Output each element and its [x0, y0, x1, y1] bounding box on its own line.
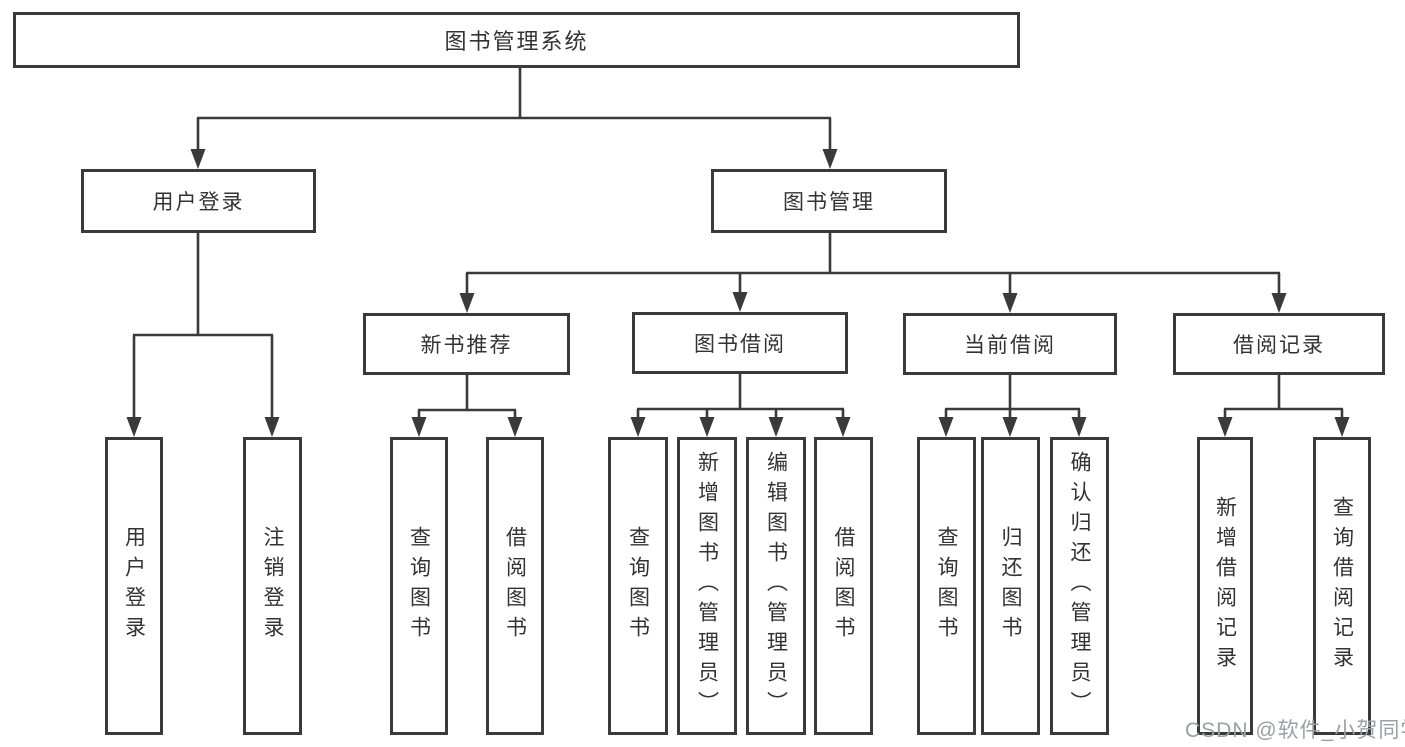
node-book-management: 图书管理 — [711, 169, 947, 233]
node-current-borrow: 当前借阅 — [903, 313, 1117, 375]
leaf-label: 注销登录 — [261, 526, 284, 646]
leaf-label: 新增借阅记录 — [1213, 496, 1237, 676]
node-leaf-bb-query-book: 查询图书 — [608, 437, 668, 735]
leaf-label: 归还图书 — [999, 526, 1022, 646]
leaf-label: 借阅图书 — [503, 526, 527, 646]
node-new-book-recommend: 新书推荐 — [363, 313, 570, 375]
node-leaf-cb-query-book: 查询图书 — [917, 437, 976, 735]
node-borrow-record: 借阅记录 — [1173, 313, 1385, 375]
leaf-label: 新增图书（管理员） — [695, 451, 719, 721]
csdn-watermark: CSDN @软件_小贺同学 — [1185, 719, 1405, 742]
node-leaf-logout: 注销登录 — [243, 437, 302, 735]
leaf-label: 编辑图书（管理员） — [764, 451, 788, 721]
node-leaf-rec-query-book: 查询图书 — [390, 437, 448, 735]
leaf-label: 查询图书 — [626, 526, 650, 646]
node-user-login: 用户登录 — [81, 169, 316, 233]
node-leaf-br-add-record: 新增借阅记录 — [1197, 437, 1253, 735]
node-leaf-rec-borrow-book: 借阅图书 — [486, 437, 544, 735]
node-leaf-br-query-record: 查询借阅记录 — [1313, 437, 1371, 735]
leaf-label: 用户登录 — [122, 526, 146, 646]
arrowheads — [126, 149, 1350, 437]
node-book-borrow: 图书借阅 — [632, 312, 848, 374]
leaf-label: 查询借阅记录 — [1330, 496, 1354, 676]
leaf-label: 确认归还（管理员） — [1068, 451, 1091, 721]
node-root-library-system: 图书管理系统 — [13, 12, 1020, 68]
node-leaf-bb-edit-book-admin: 编辑图书（管理员） — [746, 437, 806, 735]
leaf-label: 借阅图书 — [832, 526, 855, 646]
node-leaf-bb-borrow-book: 借阅图书 — [814, 437, 873, 735]
node-leaf-bb-add-book-admin: 新增图书（管理员） — [677, 437, 737, 735]
node-leaf-cb-confirm-return-admin: 确认归还（管理员） — [1050, 437, 1109, 735]
leaf-label: 查询图书 — [935, 526, 958, 646]
leaf-label: 查询图书 — [407, 526, 431, 646]
node-leaf-user-login: 用户登录 — [105, 437, 163, 735]
node-leaf-cb-return-book: 归还图书 — [981, 437, 1040, 735]
